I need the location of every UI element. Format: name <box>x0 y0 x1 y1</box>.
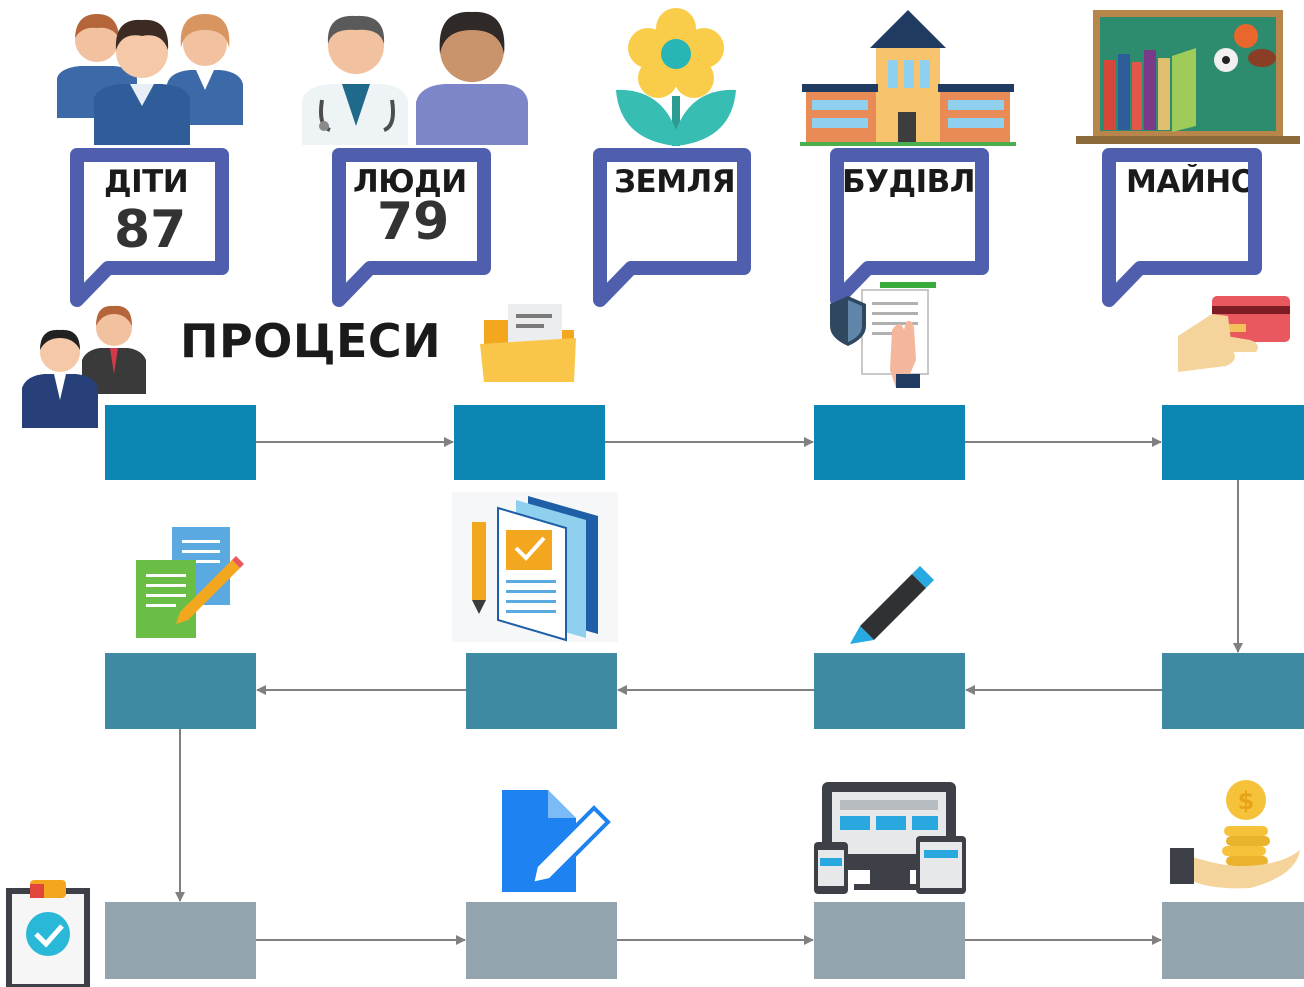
bubble-diti <box>70 148 229 307</box>
folder-icon <box>480 304 576 382</box>
school-building-icon <box>800 10 1016 146</box>
devices-icon <box>814 782 966 894</box>
category-count-lyudy: 79 <box>377 192 450 252</box>
children-group-icon <box>57 14 243 145</box>
process-box-1-3 <box>814 405 965 480</box>
documents-edit-icon <box>136 527 244 638</box>
doctor-and-person-icon <box>302 11 528 145</box>
category-label-mayno: МАЙНО <box>1126 164 1248 200</box>
document-edit-icon <box>502 790 611 892</box>
pen-icon <box>850 566 934 644</box>
signed-contract-icon <box>830 282 936 388</box>
category-label-diti: ДІТИ <box>104 164 189 200</box>
bubble-mayno <box>1102 148 1262 307</box>
process-box-2-2 <box>466 653 617 729</box>
clipboard-check-icon <box>6 880 90 987</box>
process-box-2-1 <box>105 653 256 729</box>
process-box-1-1 <box>105 405 256 480</box>
process-box-2-4 <box>1162 653 1304 729</box>
category-label-zemlya: ЗЕМЛЯ <box>614 164 736 200</box>
svg-text:$: $ <box>1238 787 1255 815</box>
process-box-3-4 <box>1162 902 1304 979</box>
report-books-icon <box>452 492 618 642</box>
processes-title: ПРОЦЕСИ <box>180 314 442 368</box>
process-box-3-1 <box>105 902 256 979</box>
card-payment-icon <box>1178 296 1290 372</box>
category-label-lyudy: ЛЮДИ <box>353 164 467 200</box>
category-count-diti: 87 <box>114 200 187 260</box>
process-box-2-3 <box>814 653 965 729</box>
bubble-zemlya <box>593 148 751 307</box>
process-box-3-2 <box>466 902 617 979</box>
process-box-1-4 <box>1162 405 1304 480</box>
process-box-1-2 <box>454 405 605 480</box>
books-and-balls-board-icon <box>1076 10 1300 144</box>
category-label-budivlya: БУДІВЛЯ <box>842 164 976 200</box>
bubble-budivlya <box>830 148 989 307</box>
business-people-icon <box>22 305 146 428</box>
flower-icon <box>616 8 736 146</box>
bubble-lyudy <box>332 148 491 307</box>
coins-hand-icon: $ <box>1170 780 1300 889</box>
process-box-3-3 <box>814 902 965 979</box>
